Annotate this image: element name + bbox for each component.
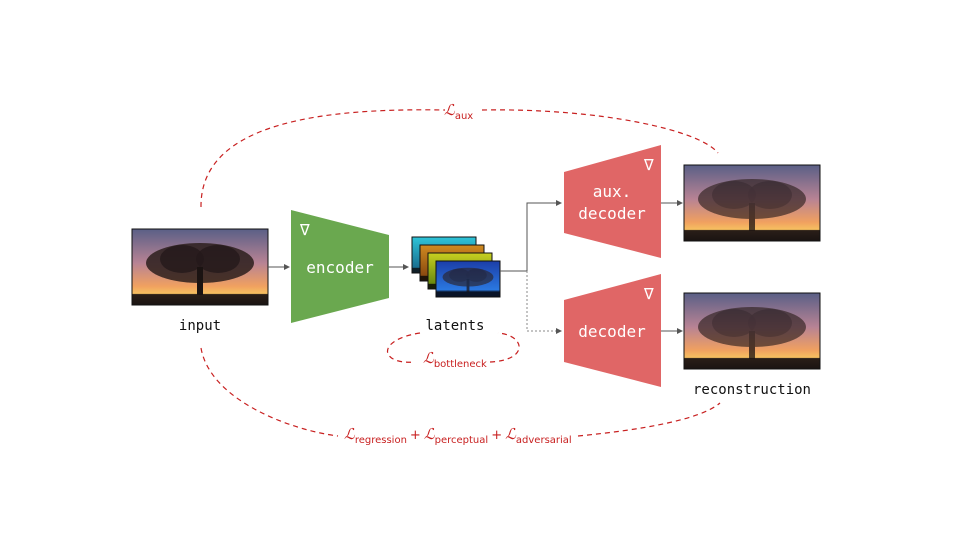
reconstruction-label: reconstruction: [693, 382, 811, 398]
latents-label: latents: [425, 318, 484, 334]
bottleneck-loss-curve: [387, 332, 520, 363]
aux-output-image: [683, 164, 821, 242]
arrow-latents-aux-decoder: [500, 200, 562, 272]
latents-stack: [411, 236, 501, 298]
encoder-block: ∇ encoder: [291, 210, 389, 323]
aux-decoder-block: ∇ aux. decoder: [564, 145, 661, 258]
gradient-icon: ∇: [643, 155, 654, 174]
input-label: input: [179, 318, 221, 334]
aux-loss-curve: [200, 109, 719, 208]
decoder-block: ∇ decoder: [564, 274, 661, 387]
reconstruction-image: [683, 292, 821, 370]
reconstruction-loss-curve: [200, 347, 721, 437]
aux-decoder-label-line2: decoder: [578, 204, 646, 223]
gradient-icon: ∇: [643, 284, 654, 303]
aux-loss-label: ℒaux: [444, 101, 473, 122]
gradient-icon: ∇: [299, 220, 310, 239]
reconstruction-loss-label: ℒregression+ℒperceptual+ℒadversarial: [344, 425, 572, 446]
decoder-label: decoder: [578, 322, 646, 341]
bottleneck-loss-label: ℒbottleneck: [423, 349, 487, 370]
arrow-latents-decoder: [526, 271, 562, 334]
encoder-label: encoder: [306, 258, 374, 277]
input-image: [131, 228, 269, 306]
aux-decoder-label-line1: aux.: [593, 182, 632, 201]
